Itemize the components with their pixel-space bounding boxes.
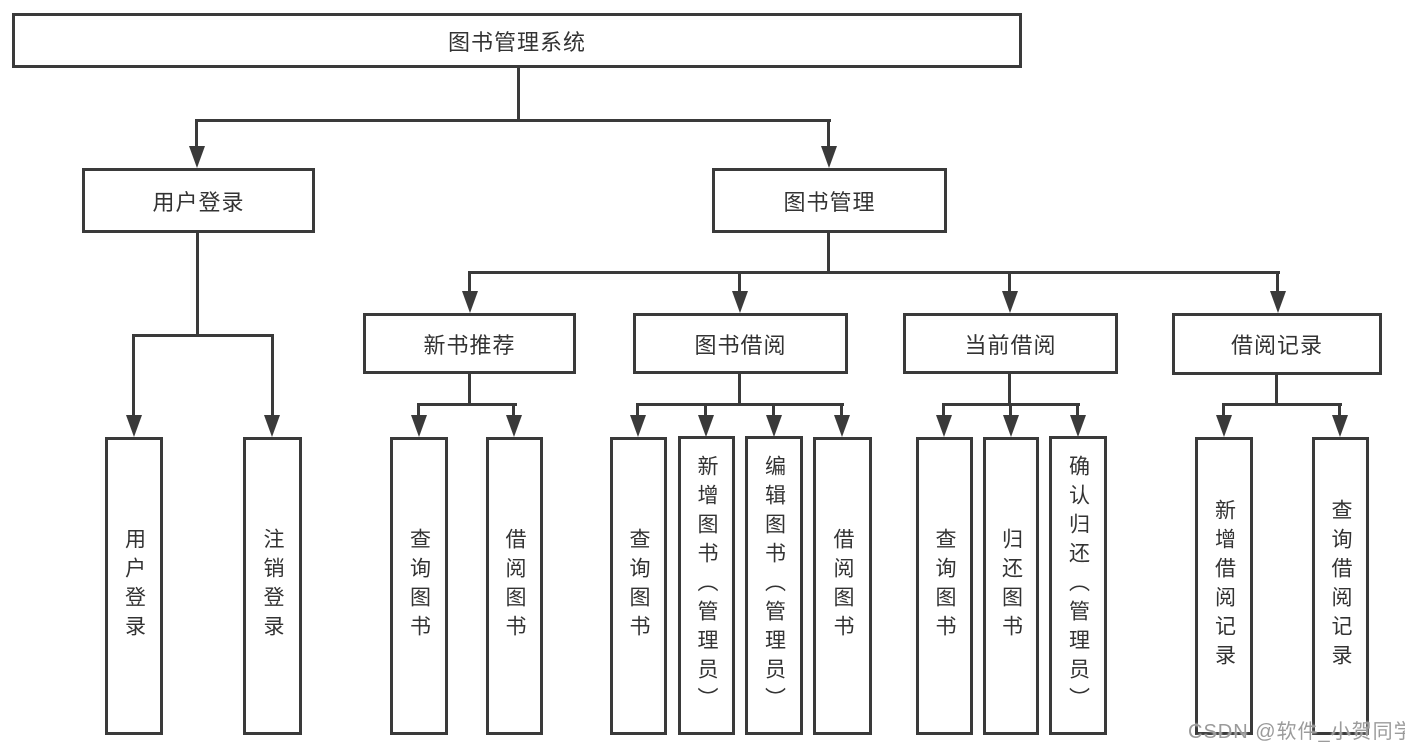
- edge-arrowhead-icon: [1270, 291, 1286, 313]
- node-borrowing-records: 借阅记录: [1172, 313, 1382, 375]
- edge-line: [196, 119, 831, 122]
- node-book-management: 图书管理: [712, 168, 947, 233]
- edge-arrowhead-icon: [1070, 415, 1086, 437]
- edge-line: [1008, 374, 1011, 405]
- edge-arrowhead-icon: [732, 291, 748, 313]
- node-label: 用户登录: [152, 189, 245, 215]
- node-query-books-recommend: 查询图书: [390, 437, 448, 735]
- edge-line: [636, 403, 844, 406]
- node-new-book-recommend: 新书推荐: [363, 313, 576, 374]
- edge-arrowhead-icon: [189, 146, 205, 168]
- node-label: 归还图书: [999, 528, 1023, 644]
- edge-line: [271, 334, 274, 418]
- edge-line: [132, 334, 135, 418]
- node-add-books-admin: 新增图书（管理员）: [678, 436, 735, 735]
- node-label: 查询图书: [407, 528, 431, 644]
- edge-line: [468, 271, 471, 297]
- edge-line: [1338, 403, 1341, 418]
- node-label: 借阅图书: [831, 528, 854, 644]
- node-return-books: 归还图书: [983, 437, 1039, 735]
- edge-line: [196, 233, 199, 336]
- edge-arrowhead-icon: [264, 415, 280, 437]
- node-label: 借阅记录: [1230, 333, 1323, 358]
- edge-line: [517, 68, 520, 122]
- edge-line: [1222, 403, 1225, 418]
- node-query-books-current: 查询图书: [916, 437, 973, 735]
- node-label: 图书管理系统: [447, 29, 586, 55]
- edge-arrowhead-icon: [126, 415, 142, 437]
- node-book-borrowing: 图书借阅: [633, 313, 848, 374]
- node-label: 注销登录: [261, 528, 284, 644]
- edge-arrowhead-icon: [1002, 291, 1018, 313]
- edge-line: [827, 119, 830, 149]
- edge-arrowhead-icon: [834, 415, 850, 437]
- node-label: 查询图书: [627, 528, 650, 644]
- edge-line: [840, 403, 843, 418]
- edge-line: [417, 403, 517, 406]
- edge-line: [1275, 374, 1278, 405]
- edge-arrowhead-icon: [1332, 415, 1348, 437]
- edge-line: [942, 403, 945, 418]
- edge-line: [738, 271, 741, 297]
- edge-arrowhead-icon: [698, 415, 714, 437]
- node-label: 编辑图书（管理员）: [762, 455, 786, 716]
- node-label: 借阅图书: [503, 528, 526, 644]
- node-label: 查询图书: [933, 528, 956, 644]
- edge-arrowhead-icon: [766, 415, 782, 437]
- edge-line: [468, 271, 1280, 274]
- edge-line: [1008, 271, 1011, 297]
- edge-arrowhead-icon: [821, 146, 837, 168]
- node-label: 确认归还（管理员）: [1066, 455, 1090, 716]
- edge-line: [1009, 403, 1012, 418]
- edge-arrowhead-icon: [630, 415, 646, 437]
- edge-line: [772, 403, 775, 418]
- node-borrow-books-recommend: 借阅图书: [486, 437, 543, 735]
- edge-arrowhead-icon: [506, 415, 522, 437]
- node-label: 查询借阅记录: [1329, 499, 1352, 673]
- node-label: 新书推荐: [423, 332, 516, 358]
- edge-line: [636, 403, 639, 418]
- edge-line: [132, 334, 274, 337]
- node-label: 新增借阅记录: [1212, 499, 1236, 673]
- node-label: 用户登录: [122, 528, 146, 644]
- edge-arrowhead-icon: [462, 291, 478, 313]
- edge-line: [468, 374, 471, 405]
- node-edit-books-admin: 编辑图书（管理员）: [745, 436, 803, 735]
- node-add-borrow-record: 新增借阅记录: [1195, 437, 1253, 735]
- edge-line: [738, 374, 741, 405]
- edge-arrowhead-icon: [1003, 415, 1019, 437]
- node-label: 当前借阅: [964, 332, 1057, 358]
- edge-line: [1076, 403, 1079, 418]
- edge-arrowhead-icon: [1216, 415, 1232, 437]
- edge-line: [417, 403, 420, 418]
- node-label: 图书借阅: [694, 332, 787, 358]
- node-user-login: 用户登录: [82, 168, 315, 233]
- node-label: 新增图书（管理员）: [695, 455, 718, 716]
- edge-line: [827, 233, 830, 273]
- node-query-books-borrowing: 查询图书: [610, 437, 667, 735]
- edge-arrowhead-icon: [411, 415, 427, 437]
- node-logout: 注销登录: [243, 437, 302, 735]
- node-query-borrow-record: 查询借阅记录: [1312, 437, 1369, 735]
- node-borrow-books: 借阅图书: [813, 437, 872, 735]
- edge-line: [704, 403, 707, 418]
- edge-line: [512, 403, 515, 418]
- watermark: CSDN @软件_小贺同学: [1188, 721, 1405, 743]
- node-user-login-leaf: 用户登录: [105, 437, 163, 735]
- node-library-management-system: 图书管理系统: [12, 13, 1022, 68]
- node-current-borrowing: 当前借阅: [903, 313, 1118, 374]
- edge-line: [195, 119, 198, 149]
- node-label: 图书管理: [783, 189, 876, 215]
- node-confirm-return-admin: 确认归还（管理员）: [1049, 436, 1107, 735]
- edge-line: [1276, 271, 1279, 297]
- edge-line: [1222, 403, 1342, 406]
- edge-arrowhead-icon: [936, 415, 952, 437]
